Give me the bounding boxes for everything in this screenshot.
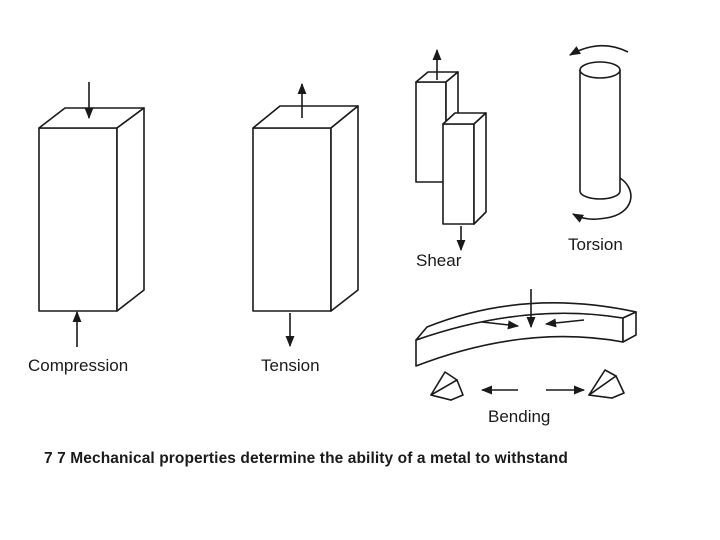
bending-arrow-compression-left xyxy=(481,320,520,330)
compression-block xyxy=(38,107,145,312)
torsion-label: Torsion xyxy=(568,235,623,254)
shear-lower-block xyxy=(442,112,487,225)
figure-caption: 7 7 Mechanical properties determine the … xyxy=(44,450,568,467)
bending-support-left xyxy=(430,371,464,401)
torsion-cylinder xyxy=(579,61,621,200)
compression-label: Compression xyxy=(28,356,128,375)
bending-beam xyxy=(415,302,637,367)
shear-label: Shear xyxy=(416,251,462,270)
bending-arrow-compression-right xyxy=(544,318,585,328)
bending-support-right xyxy=(588,369,625,399)
bending-label: Bending xyxy=(488,407,550,426)
torsion-arrow-top xyxy=(569,44,629,56)
tension-label: Tension xyxy=(261,356,320,375)
tension-block xyxy=(252,105,359,312)
torsion-arrow-bottom xyxy=(572,177,632,223)
